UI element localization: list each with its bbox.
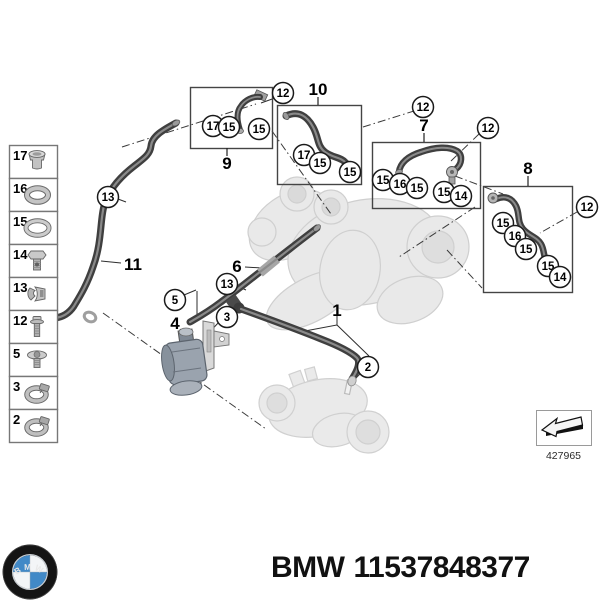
svg-text:15: 15 [377,175,390,187]
legend-item-15: 15 [8,210,59,246]
callout-14: 14 [548,265,572,289]
callout-2: 2 [356,355,380,379]
callout-12: 12 [411,95,435,119]
callout-15: 15 [217,115,241,139]
callout-12: 12 [476,116,500,140]
callout-16: 16 [388,172,412,196]
svg-text:12: 12 [277,88,290,100]
legend-item-5: 5 [8,342,59,378]
svg-text:15: 15 [223,122,236,134]
callout-15: 15 [247,117,271,141]
callout-box-8: 8 [482,159,574,294]
svg-text:17: 17 [298,150,311,162]
callout-15: 15 [371,168,395,192]
hose-11 [51,119,181,324]
legend-item-14: 14 [8,243,59,279]
svg-text:15: 15 [438,187,451,199]
callout-15: 15 [405,176,429,200]
svg-text:15: 15 [497,218,510,230]
legend-number: 5 [13,346,20,361]
callout-15: 15 [338,160,362,184]
coolant-pump [161,327,208,396]
box-label-10: 10 [309,80,328,99]
callout-5: 5 [163,288,187,312]
direction-arrow-icon [540,416,584,438]
callout-13: 13 [215,272,239,296]
svg-text:12: 12 [417,102,430,114]
svg-text:15: 15 [314,158,327,170]
part-number-text: 11537848377 [353,551,530,584]
legend-number: 13 [13,280,27,295]
part-label-1: 1 [332,301,341,320]
ref-stamp: 427965 [536,410,592,462]
svg-text:16: 16 [394,179,407,191]
svg-text:12: 12 [581,202,594,214]
svg-text:5: 5 [172,295,179,307]
legend-number: 17 [13,148,27,163]
legend-number: 3 [13,379,20,394]
callout-3: 3 [215,305,239,329]
box-label-8: 8 [523,159,532,178]
hose-6 [186,224,321,326]
callout-17: 17 [201,114,225,138]
callout-12: 12 [271,81,295,105]
box-label-7: 7 [419,116,428,135]
svg-text:12: 12 [482,123,495,135]
legend-item-2: 2 [8,408,59,444]
part-number-heading: BMW 11537848377 [271,551,530,585]
svg-text:15: 15 [411,183,424,195]
callout-box-9: 9 [189,86,274,173]
callout-box-10: 10 [276,80,363,186]
legend-item-17: 17 [8,144,59,180]
legend-number: 16 [13,181,27,196]
callout-15: 15 [308,151,332,175]
ref-code-text: 427965 [546,450,581,462]
svg-text:15: 15 [253,124,266,136]
svg-text:14: 14 [455,191,468,203]
thermostat-housing-ghost [258,366,390,454]
legend-number: 15 [13,214,27,229]
svg-text:3: 3 [224,312,230,324]
part-label-11: 11 [124,255,142,274]
box-label-9: 9 [222,154,231,173]
callout-12: 12 [575,195,599,219]
svg-text:16: 16 [509,231,522,243]
svg-text:14: 14 [554,272,567,284]
legend-cell [8,342,59,378]
svg-text:13: 13 [102,192,115,204]
legend-item-13: 13 [8,276,59,312]
svg-text:13: 13 [221,279,234,291]
hose-7 [395,144,465,185]
callout-14: 14 [449,184,473,208]
legend-item-16: 16 [8,177,59,213]
legend-cell [8,309,59,345]
part-label-6: 6 [232,257,241,276]
callout-15: 15 [432,180,456,204]
svg-text:15: 15 [344,167,357,179]
svg-text:15: 15 [520,244,533,256]
brand-text: BMW [271,551,345,584]
legend-item-3: 3 [8,375,59,411]
footer-bar: BMW BMW 11537848377 [0,540,600,600]
bmw-logo-icon: BMW [2,544,58,600]
part-label-4: 4 [170,314,180,333]
mounting-bracket [202,320,230,373]
callout-13: 13 [96,185,120,209]
svg-text:BMW: BMW [12,562,47,577]
legend-number: 2 [13,412,20,427]
callout-15: 15 [514,237,538,261]
legend-cell [8,408,59,444]
legend-number: 12 [13,313,27,328]
svg-text:2: 2 [365,362,371,374]
svg-text:17: 17 [207,121,220,133]
legend-item-12: 12 [8,309,59,345]
legend-number: 14 [13,247,28,262]
callout-box-7: 7 [371,116,482,210]
bmw-logo-letters: BMW [12,562,44,577]
